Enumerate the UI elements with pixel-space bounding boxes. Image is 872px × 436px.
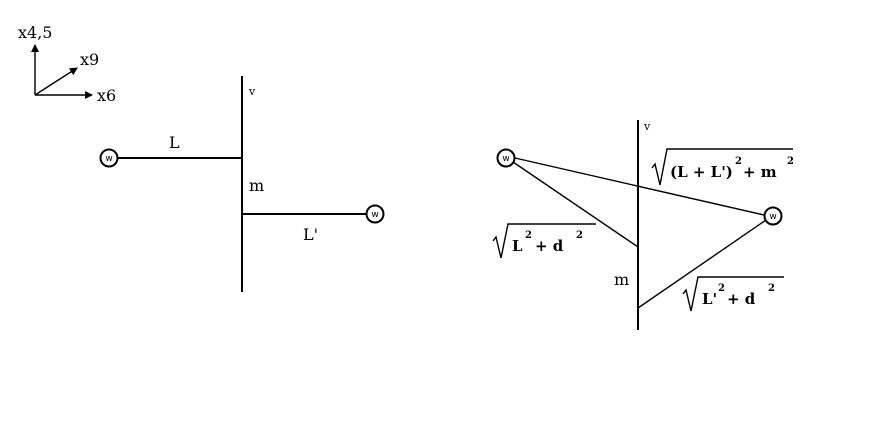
expr-top-open: (L + L') [670, 163, 733, 181]
right-v-label: v [643, 120, 651, 133]
expr-right-exp1: 2 [718, 283, 725, 294]
left-L-label: L [169, 133, 180, 152]
expr-left-exp2: 2 [576, 230, 583, 241]
expr-top-radical [651, 148, 793, 186]
expr-top-plus: + m [743, 163, 777, 181]
expr-top-exp2: 2 [787, 156, 794, 167]
expr-left-plus: + d [535, 237, 564, 255]
expr-right-plus: + d [727, 290, 756, 308]
expr-right-radical [682, 276, 784, 312]
right-diagram: w w v m (L + L') 2 + m 2 L 2 + d 2 L' 2 … [492, 120, 794, 330]
right-diagonal-left [512, 161, 639, 248]
right-w-label-2: w [769, 212, 776, 222]
left-w-label-1: w [105, 154, 112, 164]
expr-left-radical [492, 223, 596, 259]
left-Lprime-label: L' [303, 225, 318, 244]
axis-x45-label: x4,5 [18, 23, 52, 42]
expr-left: L 2 + d 2 [492, 223, 596, 259]
axis-x6-label: x6 [97, 86, 116, 105]
expr-left-exp1: 2 [525, 230, 532, 241]
expr-right: L' 2 + d 2 [682, 276, 784, 312]
right-diagonal-right [637, 219, 767, 309]
right-w-node-2 [763, 206, 783, 226]
expr-left-base: L [512, 237, 523, 255]
expr-top-exp1: 2 [735, 156, 742, 167]
expr-top: (L + L') 2 + m 2 [651, 148, 794, 186]
left-m-label: m [249, 176, 264, 195]
expr-right-exp2: 2 [768, 283, 775, 294]
axes-indicator: x4,5 x9 x6 [18, 23, 116, 105]
left-v-label: v [248, 85, 256, 98]
left-w-node-1 [99, 148, 119, 168]
axis-x9-label: x9 [80, 50, 99, 69]
axis-x9-arrow [34, 67, 78, 96]
left-w-label-2: w [371, 210, 378, 220]
left-w-node-2 [365, 204, 385, 224]
right-w-label-1: w [502, 154, 509, 164]
right-w-node-1 [496, 148, 516, 168]
right-m-label: m [614, 270, 629, 289]
expr-right-base: L' [702, 290, 717, 308]
right-diagonal-top [514, 157, 765, 216]
left-diagram: w w v L m L' [99, 76, 385, 292]
